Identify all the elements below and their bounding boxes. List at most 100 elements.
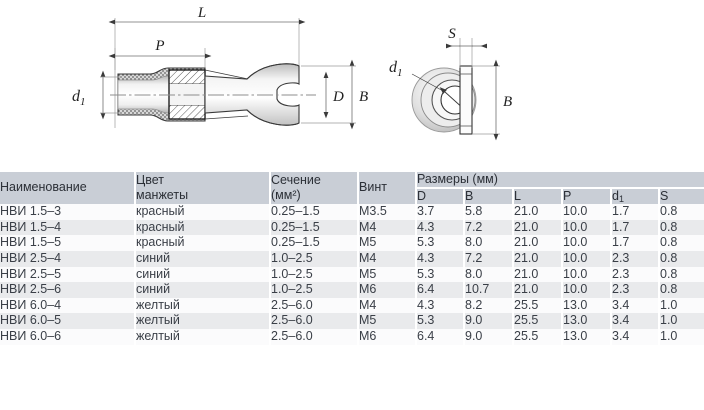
- cell-d1: 2.3: [611, 282, 660, 298]
- cell-screw: M4: [358, 219, 417, 236]
- cell-section: 1.0–2.5: [270, 266, 359, 283]
- cell-P: 13.0: [562, 329, 612, 345]
- callout-leader-top: [204, 69, 249, 80]
- cell-name: НВИ 6.0–6: [0, 329, 136, 345]
- side-view: L P d1 D B: [72, 5, 368, 130]
- cell-D: 5.3: [416, 266, 465, 283]
- cell-screw: M5: [358, 235, 417, 251]
- blade-profile: [459, 65, 473, 135]
- cell-L: 21.0: [513, 219, 563, 236]
- cell-screw: M6: [358, 329, 417, 345]
- cell-L: 21.0: [513, 204, 563, 220]
- crimp-hatch-top: [168, 69, 206, 85]
- cell-color: красный: [135, 219, 271, 236]
- col-header-dim-B: B: [464, 187, 514, 204]
- cell-name: НВИ 2.5–5: [0, 266, 136, 283]
- cell-L: 25.5: [513, 297, 563, 314]
- cell-P: 13.0: [562, 297, 612, 314]
- cell-section: 0.25–1.5: [270, 235, 359, 251]
- cell-P: 10.0: [562, 204, 612, 220]
- cell-name: НВИ 6.0–5: [0, 313, 136, 329]
- cell-P: 10.0: [562, 235, 612, 251]
- col-header-screw-text: Винт: [359, 180, 387, 195]
- dim-label-L: L: [197, 5, 206, 21]
- dim-label-d1-side: d1: [72, 88, 86, 108]
- cell-B: 5.8: [464, 204, 514, 220]
- cell-section: 0.25–1.5: [270, 204, 359, 220]
- callout-leader-bottom: [204, 115, 249, 120]
- cell-name: НВИ 6.0–4: [0, 297, 136, 314]
- cell-S: 0.8: [659, 235, 704, 251]
- cell-color: желтый: [135, 297, 271, 314]
- crimp-core: [169, 84, 205, 105]
- cell-screw: M4: [358, 250, 417, 267]
- crimp-hatch-bottom: [168, 104, 206, 120]
- cell-P: 10.0: [562, 219, 612, 236]
- cell-D: 4.3: [416, 219, 465, 236]
- cell-B: 8.2: [464, 297, 514, 314]
- cell-P: 13.0: [562, 313, 612, 329]
- cell-D: 4.3: [416, 297, 465, 314]
- cell-D: 4.3: [416, 250, 465, 267]
- cell-section: 1.0–2.5: [270, 250, 359, 267]
- cell-section: 2.5–6.0: [270, 297, 359, 314]
- dim-label-B-section: B: [503, 94, 512, 110]
- cell-d1: 2.3: [611, 266, 660, 283]
- cell-d1: 1.7: [611, 204, 660, 220]
- cell-S: 0.8: [659, 266, 704, 283]
- cell-L: 21.0: [513, 266, 563, 283]
- cell-S: 0.8: [659, 250, 704, 267]
- cell-D: 3.7: [416, 204, 465, 220]
- fork-lower-edge: [246, 109, 300, 126]
- col-header-sleeve-color: Цвет манжеты: [135, 172, 271, 204]
- col-header-dimensions-group: Размеры (мм): [416, 172, 704, 189]
- cell-D: 5.3: [416, 313, 465, 329]
- dim-label-d1-section: d1: [389, 59, 403, 79]
- cell-name: НВИ 1.5–4: [0, 219, 136, 236]
- cell-color: красный: [135, 204, 271, 220]
- technical-drawing: L P d1 D B: [0, 0, 704, 168]
- cell-L: 21.0: [513, 250, 563, 267]
- cell-section: 2.5–6.0: [270, 313, 359, 329]
- cell-name: НВИ 1.5–5: [0, 235, 136, 251]
- cell-screw: M5: [358, 313, 417, 329]
- dimensions-group-text: Размеры (мм): [417, 172, 498, 186]
- section-line2: (мм²): [271, 188, 301, 202]
- cell-L: 21.0: [513, 282, 563, 298]
- sleeve-color-line2: манжеты: [136, 188, 189, 202]
- cell-d1: 3.4: [611, 313, 660, 329]
- cell-screw: M3.5: [358, 204, 417, 220]
- cell-D: 5.3: [416, 235, 465, 251]
- cell-S: 1.0: [659, 329, 704, 345]
- cell-d1: 2.3: [611, 250, 660, 267]
- cell-S: 0.8: [659, 204, 704, 220]
- cell-B: 8.0: [464, 235, 514, 251]
- cell-B: 8.0: [464, 266, 514, 283]
- section-line1: Сечение: [271, 172, 321, 187]
- section-view: d1 S B: [389, 26, 512, 141]
- col-header-dim-P: P: [562, 187, 612, 204]
- cell-D: 6.4: [416, 282, 465, 298]
- header-row-sub: D B L P d1 S: [0, 187, 704, 204]
- cell-L: 25.5: [513, 329, 563, 345]
- cell-section: 2.5–6.0: [270, 329, 359, 345]
- terminal-drawing-svg: L P d1 D B: [72, 5, 512, 141]
- cell-B: 7.2: [464, 250, 514, 267]
- cell-S: 0.8: [659, 282, 704, 298]
- cell-screw: M5: [358, 266, 417, 283]
- col-header-dim-d1: d1: [611, 187, 660, 204]
- cell-B: 9.0: [464, 329, 514, 345]
- cell-L: 25.5: [513, 313, 563, 329]
- cell-P: 10.0: [562, 282, 612, 298]
- d1-leader-line: [411, 73, 446, 93]
- dim-label-P: P: [154, 38, 164, 54]
- col-header-screw: Винт: [358, 172, 417, 204]
